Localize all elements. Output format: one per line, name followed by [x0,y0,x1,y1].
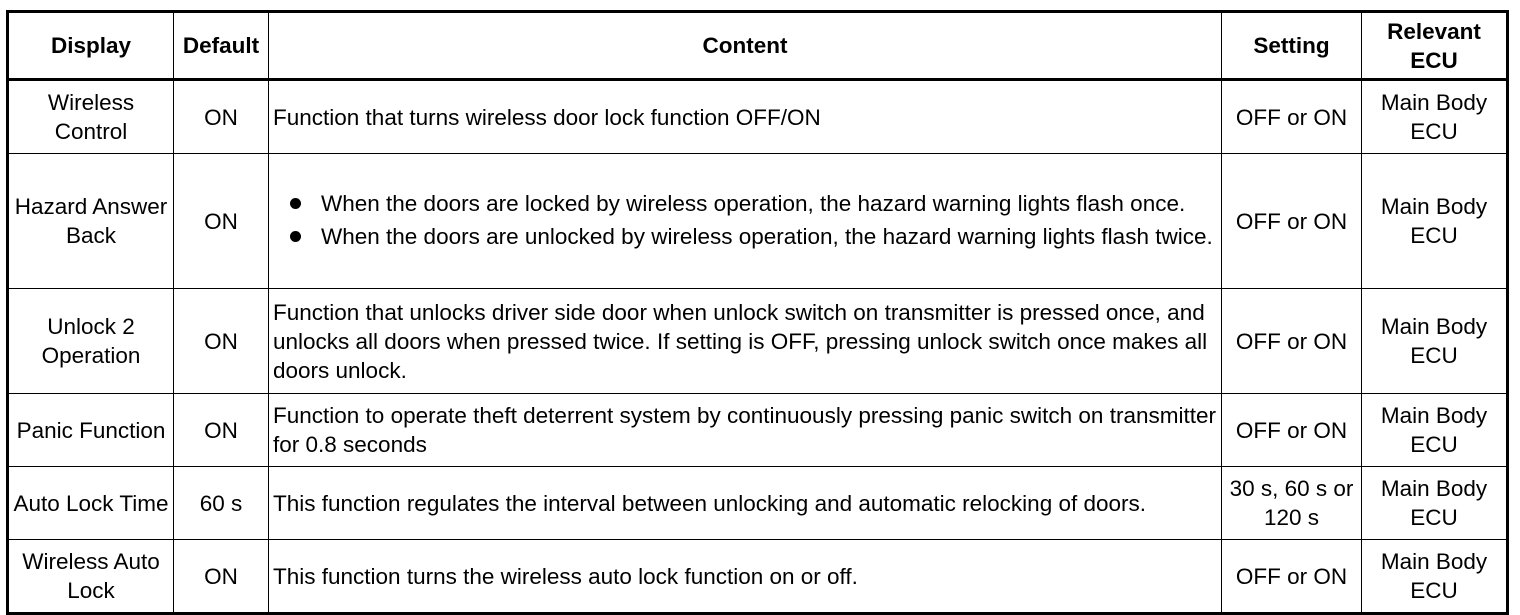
cell-ecu: Main Body ECU [1361,79,1508,154]
cell-default: ON [173,288,269,394]
header-default: Default [173,11,269,80]
bullet-list: When the doors are locked by wireless op… [273,189,1217,251]
table-header-row: Display Default Content Setting Relevant… [7,11,1508,80]
bullet-item: When the doors are unlocked by wireless … [290,222,1217,251]
cell-default: ON [173,539,269,614]
cell-content: When the doors are locked by wireless op… [268,153,1222,289]
cell-ecu: Main Body ECU [1361,288,1508,394]
table-row: Hazard Answer Back ON When the doors are… [7,153,1508,289]
bullet-item: When the doors are locked by wireless op… [290,189,1217,218]
cell-default: ON [173,153,269,289]
header-content: Content [268,11,1222,80]
cell-default: 60 s [173,466,269,540]
cell-display: Auto Lock Time [7,466,174,540]
table-row: Wireless Auto Lock ON This function turn… [7,539,1508,614]
cell-content: This function regulates the interval bet… [268,466,1222,540]
customize-table-wrapper: Display Default Content Setting Relevant… [6,10,1509,615]
cell-setting: OFF or ON [1221,288,1362,394]
cell-content: Function to operate theft deterrent syst… [268,393,1222,467]
cell-setting: OFF or ON [1221,153,1362,289]
cell-content: Function that unlocks driver side door w… [268,288,1222,394]
cell-default: ON [173,393,269,467]
cell-content: Function that turns wireless door lock f… [268,79,1222,154]
cell-setting: OFF or ON [1221,539,1362,614]
cell-display: Hazard Answer Back [7,153,174,289]
table-row: Auto Lock Time 60 s This function regula… [7,466,1508,540]
cell-content: This function turns the wireless auto lo… [268,539,1222,614]
cell-ecu: Main Body ECU [1361,153,1508,289]
cell-setting: 30 s, 60 s or 120 s [1221,466,1362,540]
header-display: Display [7,11,174,80]
cell-display: Wireless Control [7,79,174,154]
cell-ecu: Main Body ECU [1361,393,1508,467]
cell-display: Wireless Auto Lock [7,539,174,614]
header-setting: Setting [1221,11,1362,80]
cell-setting: OFF or ON [1221,393,1362,467]
cell-ecu: Main Body ECU [1361,539,1508,614]
table-row: Panic Function ON Function to operate th… [7,393,1508,467]
cell-display: Panic Function [7,393,174,467]
cell-default: ON [173,79,269,154]
customize-function-table: Display Default Content Setting Relevant… [6,10,1509,615]
cell-setting: OFF or ON [1221,79,1362,154]
cell-display: Unlock 2 Operation [7,288,174,394]
table-row: Unlock 2 Operation ON Function that unlo… [7,288,1508,394]
table-row: Wireless Control ON Function that turns … [7,79,1508,154]
header-relevant-ecu: Relevant ECU [1361,11,1508,80]
cell-ecu: Main Body ECU [1361,466,1508,540]
